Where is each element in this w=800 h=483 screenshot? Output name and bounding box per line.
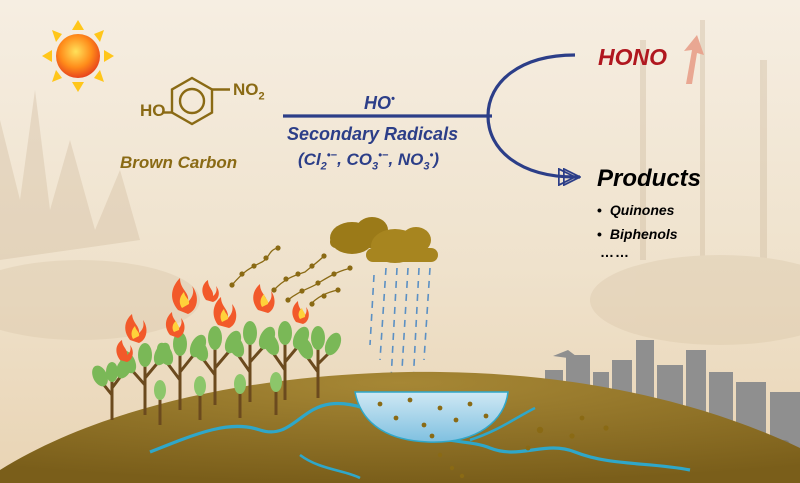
paren-open: ( [298, 149, 304, 169]
product-quinones: Quinones [609, 202, 675, 218]
smoke-particle-dots [229, 245, 353, 307]
secondary-radicals-label: Secondary Radicals [287, 124, 459, 144]
species-sup: •− [378, 149, 389, 161]
hydroxyl-radical-label: HO• [364, 93, 395, 114]
hono-label: HONO [598, 44, 667, 70]
separator: , [388, 149, 398, 169]
species-sup: •− [326, 149, 338, 161]
species-sup: • [429, 149, 434, 161]
nitrophenol-ring [162, 76, 230, 126]
forest [92, 321, 342, 425]
brown-carbon-label: Brown Carbon [120, 153, 238, 172]
sun-icon [42, 20, 114, 92]
products-ellipsis: …… [600, 244, 630, 260]
species-sub: 3 [372, 160, 379, 173]
products-list: • Quinones • Biphenols [597, 198, 678, 246]
radical-dot: • [391, 93, 395, 105]
list-item: • Biphenols [597, 222, 678, 246]
bullet: • [597, 226, 602, 242]
species-no3: NO3• [397, 149, 434, 173]
species-base: NO [397, 149, 424, 169]
separator: , [337, 149, 347, 169]
dissolved-particles [377, 397, 609, 479]
no-group-text: NO [233, 80, 259, 99]
rain-icon [369, 267, 431, 386]
bullet: • [597, 202, 602, 218]
species-base: CO [346, 149, 373, 169]
faint-burned-forest-silhouettes [0, 20, 800, 345]
hydroxyl-radical-text: HO [364, 93, 391, 113]
list-item: • Quinones [597, 198, 678, 222]
radical-species-list: (Cl2•−, CO3•−, NO3•) [298, 149, 439, 172]
cloud-icon [330, 217, 438, 263]
species-co3: CO3•− [346, 149, 389, 173]
fire-icon [116, 278, 309, 362]
nitro-group-label: NO2 [233, 80, 265, 102]
products-title: Products [597, 165, 702, 192]
ho-group-text: HO [140, 101, 166, 120]
species-base: Cl [303, 149, 321, 169]
species-cl2: Cl2•− [303, 149, 338, 173]
hono-rising-arrow-icon [684, 35, 704, 84]
hydroxyl-group-label: HO [140, 101, 166, 121]
product-biphenols: Biphenols [609, 226, 678, 242]
paren-close: ) [433, 149, 440, 169]
no2-subscript: 2 [258, 90, 265, 103]
species-sub: 3 [423, 160, 430, 173]
reaction-arrows [283, 53, 580, 177]
species-sub: 2 [320, 160, 327, 173]
